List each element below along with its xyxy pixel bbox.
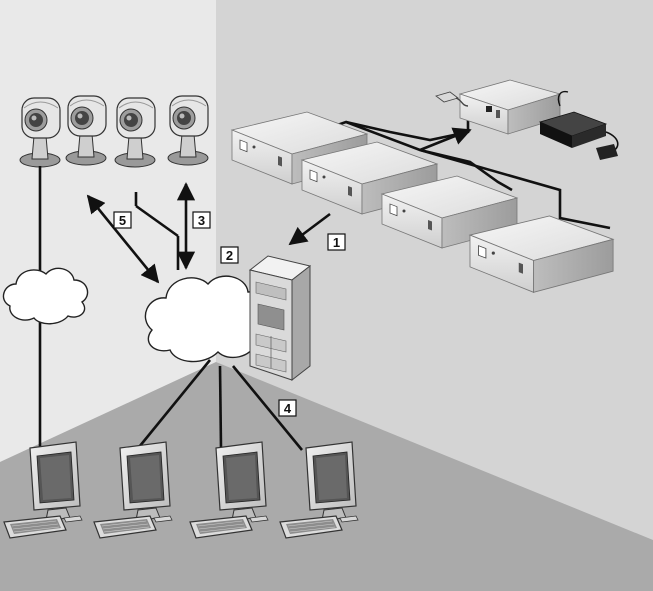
callout-4: 4 bbox=[278, 399, 297, 417]
server-rack-icon bbox=[248, 255, 312, 382]
svg-text:5: 5 bbox=[119, 213, 126, 228]
callout-3: 3 bbox=[192, 211, 211, 229]
serial-cable-icon bbox=[435, 91, 469, 107]
camera-icon bbox=[167, 95, 209, 166]
arrow-1 bbox=[288, 212, 331, 246]
callout-1: 1 bbox=[327, 233, 346, 251]
decoder-box-icon bbox=[458, 79, 562, 135]
arrow-5 bbox=[86, 194, 160, 284]
callout-5: 5 bbox=[113, 211, 132, 229]
svg-text:1: 1 bbox=[333, 235, 340, 250]
arrows bbox=[86, 127, 472, 284]
svg-text:3: 3 bbox=[198, 213, 205, 228]
callout-2: 2 bbox=[220, 246, 239, 264]
camera-icon bbox=[19, 97, 61, 168]
power-adapter-icon bbox=[538, 90, 619, 160]
camera-icon bbox=[114, 97, 156, 168]
svg-text:4: 4 bbox=[284, 401, 292, 416]
cloud-icon bbox=[2, 267, 89, 325]
camera-icon bbox=[65, 95, 107, 166]
arrow-top bbox=[419, 127, 472, 152]
svg-text:2: 2 bbox=[226, 248, 233, 263]
